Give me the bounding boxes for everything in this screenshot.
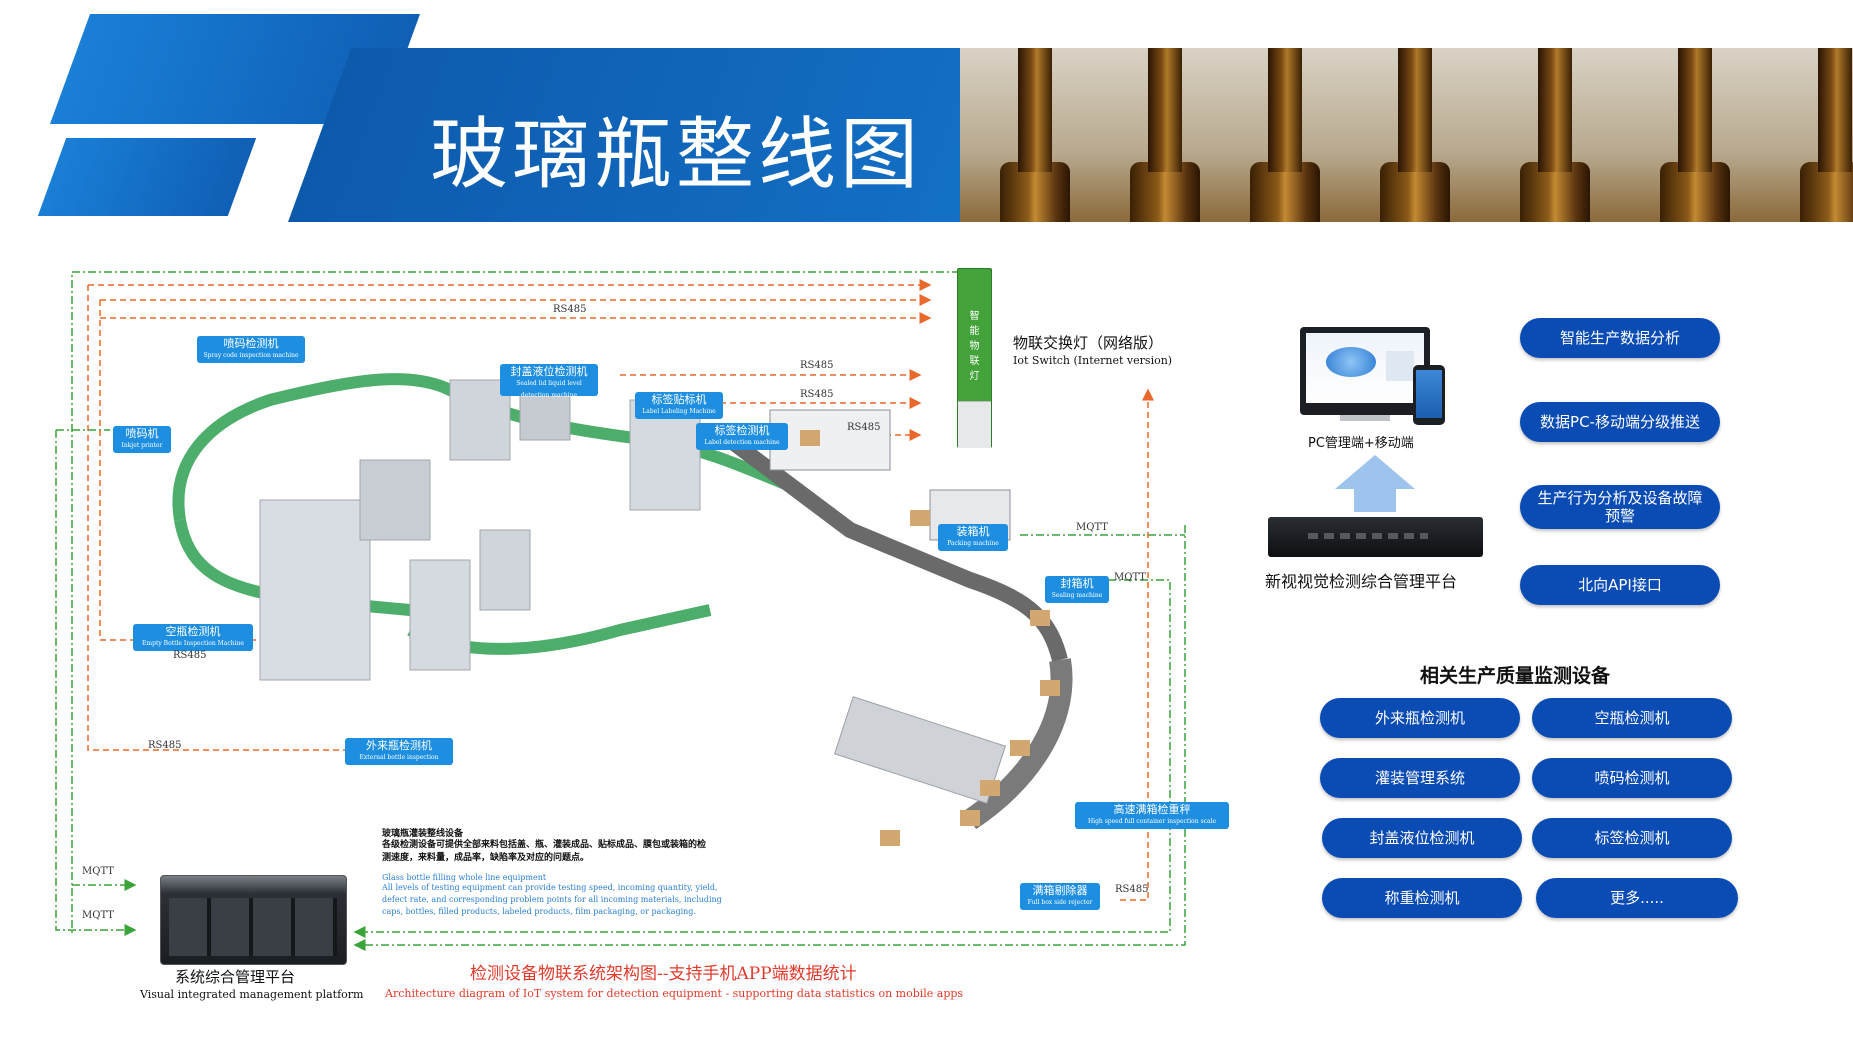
rs485-label-labeling: RS485 bbox=[800, 389, 834, 400]
related-title: 相关生产质量监测设备 bbox=[1420, 665, 1611, 687]
iot-switch-device: 智 能 物 联 灯 bbox=[957, 268, 992, 448]
page-title: 玻璃瓶整线图 bbox=[430, 110, 923, 200]
related-item-filling-mgmt[interactable]: 灌装管理系统 bbox=[1320, 758, 1520, 798]
description-block: 玻璃瓶灌装整线设备 各级检测设备可提供全部来料包括盖、瓶、灌装成品、贴标成品、膜… bbox=[382, 826, 742, 918]
related-item-weighing[interactable]: 称重检测机 bbox=[1322, 878, 1522, 918]
rs485-label-external: RS485 bbox=[148, 740, 182, 751]
diagram-caption-cn: 检测设备物联系统架构图--支持手机APP端数据统计 bbox=[470, 964, 857, 984]
related-item-more[interactable]: 更多..... bbox=[1536, 878, 1738, 918]
mqtt-label-sealing: MQTT bbox=[1114, 572, 1146, 583]
diagram-caption-en: Architecture diagram of IoT system for d… bbox=[385, 987, 964, 1000]
rs485-label-detection: RS485 bbox=[847, 422, 881, 433]
server-label-cn: 系统综合管理平台 bbox=[175, 968, 296, 986]
related-item-label-detect[interactable]: 标签检测机 bbox=[1532, 818, 1732, 858]
iot-switch-label-en: Iot Switch (Internet version) bbox=[1013, 354, 1173, 367]
related-item-spray-code[interactable]: 喷码检测机 bbox=[1532, 758, 1732, 798]
upload-arrow-shaft bbox=[1354, 488, 1396, 512]
description-cn-title: 玻璃瓶灌装整线设备 bbox=[382, 829, 464, 839]
manager-platform-label: 新视视觉检测综合管理平台 bbox=[1265, 572, 1458, 591]
server-rack-image bbox=[160, 875, 347, 965]
feature-pill-push[interactable]: 数据PC-移动端分级推送 bbox=[1520, 402, 1720, 442]
pc-mobile-label: PC管理端+移动端 bbox=[1308, 436, 1414, 451]
feature-pill-behavior-warning[interactable]: 生产行为分析及设备故障预警 bbox=[1520, 485, 1720, 529]
monitor-image bbox=[1300, 327, 1430, 421]
server-label-en: Visual integrated management platform bbox=[140, 988, 364, 1001]
rs485-label-rejecter: RS485 bbox=[1115, 884, 1149, 895]
mqtt-label-server-1: MQTT bbox=[82, 866, 114, 877]
description-en-title: Glass bottle filling whole line equipmen… bbox=[382, 873, 547, 882]
related-item-external-bottle[interactable]: 外来瓶检测机 bbox=[1320, 698, 1520, 738]
rs485-label-top: RS485 bbox=[553, 304, 587, 315]
description-cn-body: 各级检测设备可提供全部来料包括盖、瓶、灌装成品、贴标成品、膜包或装箱的检测速度，… bbox=[382, 840, 707, 863]
rs485-label-lid: RS485 bbox=[800, 360, 834, 371]
feature-pill-api[interactable]: 北向API接口 bbox=[1520, 565, 1720, 605]
rs485-label-empty-bottle: RS485 bbox=[173, 650, 207, 661]
iot-switch-label-cn: 物联交换灯（网络版） bbox=[1013, 334, 1164, 352]
server-appliance-image bbox=[1268, 517, 1483, 557]
related-item-lid-level[interactable]: 封盖液位检测机 bbox=[1322, 818, 1522, 858]
upload-arrow-icon bbox=[1335, 455, 1415, 489]
mqtt-label-server-2: MQTT bbox=[82, 910, 114, 921]
feature-pill-data-analysis[interactable]: 智能生产数据分析 bbox=[1520, 318, 1720, 358]
phone-image bbox=[1413, 365, 1445, 425]
mqtt-label-packing: MQTT bbox=[1076, 522, 1108, 533]
header-bottles-image bbox=[960, 48, 1853, 222]
iot-switch-vertical-text: 智 能 物 联 灯 bbox=[969, 311, 980, 382]
description-en-body: All levels of testing equipment can prov… bbox=[382, 883, 722, 916]
related-item-empty-bottle[interactable]: 空瓶检测机 bbox=[1532, 698, 1732, 738]
